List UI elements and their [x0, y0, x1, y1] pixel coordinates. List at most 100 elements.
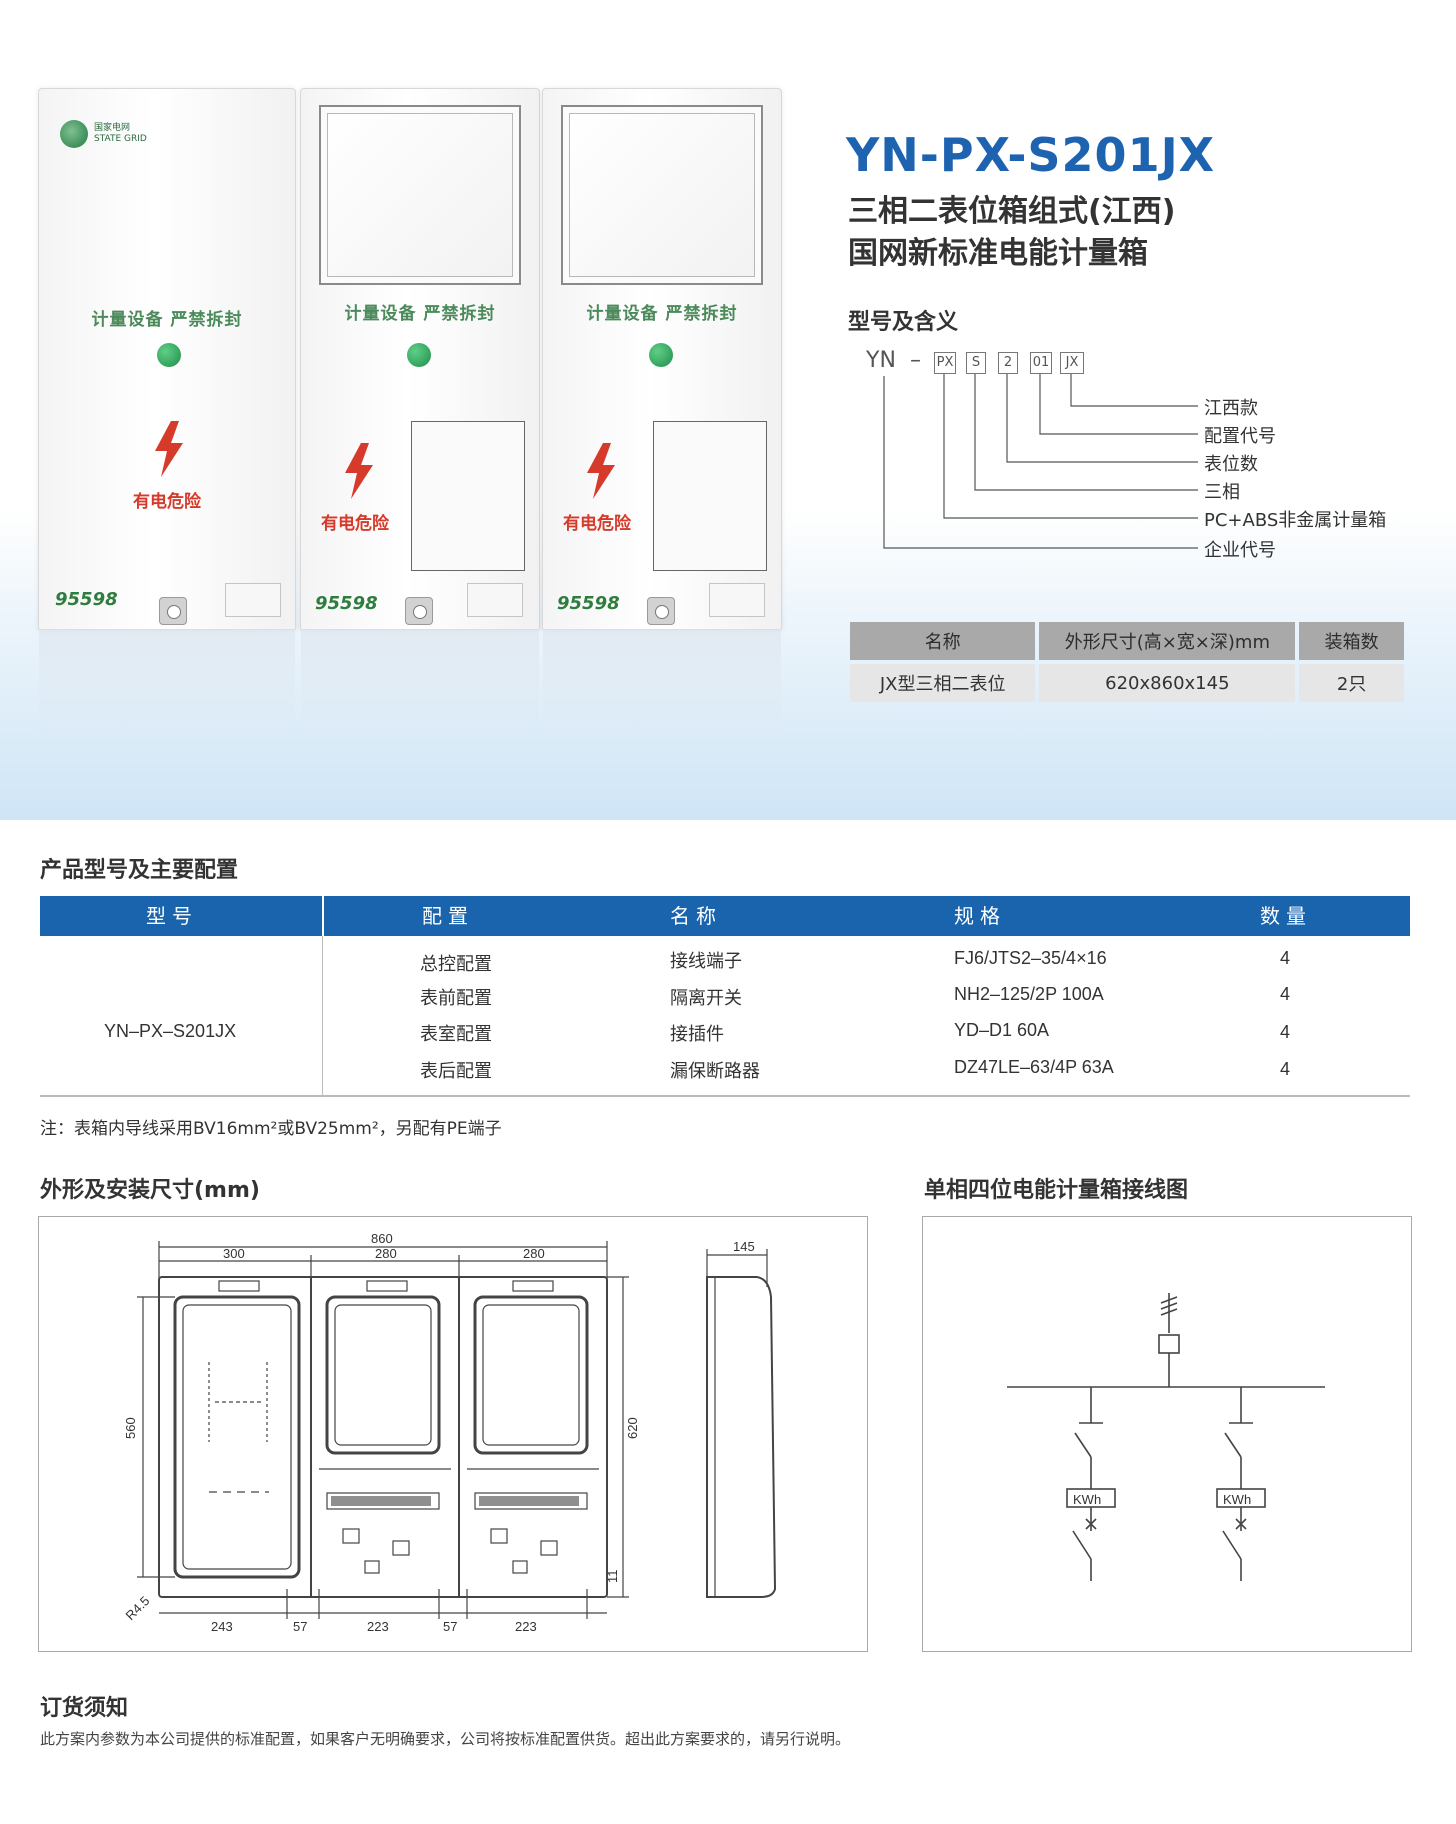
box-reflection: [543, 629, 781, 749]
label-plate: [467, 583, 523, 617]
model-title: YN-PX-S201JX: [846, 128, 1216, 182]
brand-name-cn: 国家电网: [94, 123, 131, 133]
lightning-icon: [587, 443, 615, 499]
subtitle-1: 三相二表位箱组式(江西): [848, 194, 1176, 229]
code-box: JX: [1060, 352, 1084, 374]
meter-label: KWh: [1223, 1492, 1251, 1507]
meter-box-1: 计量设备 严禁拆封 有电危险 95598: [38, 88, 296, 749]
config-qty: 4: [1280, 984, 1291, 1004]
seal-text: 计量设备 严禁拆封: [91, 310, 243, 330]
config-type: 总控配置: [420, 954, 492, 975]
dim-bottom: 57: [443, 1619, 457, 1634]
code-box: 01: [1030, 352, 1052, 374]
dimension-drawing: 860 300 280 280 145 560 620 243 57 223 5…: [123, 1231, 777, 1634]
dim-height-total: 620: [625, 1417, 640, 1439]
code-label: 三相: [1204, 482, 1240, 503]
model-code-heading: 型号及含义: [848, 310, 959, 335]
breaker-window: [411, 421, 525, 571]
config-spec: FJ6/JTS2–35/4×16: [954, 948, 1107, 968]
code-box: 2: [998, 352, 1018, 374]
config-header: 数量: [1260, 904, 1312, 928]
seal-text: 计量设备 严禁拆封: [586, 304, 738, 324]
danger-text: 有电危险: [563, 514, 631, 534]
config-spec: DZ47LE–63/4P 63A: [954, 1057, 1114, 1077]
config-name: 接线端子: [670, 951, 742, 972]
state-grid-icon: [60, 120, 88, 148]
config-type: 表前配置: [420, 988, 492, 1009]
dim-bottom: 223: [515, 1619, 537, 1634]
dim-width: 280: [375, 1246, 397, 1261]
meter-box-3: 计量设备 严禁拆封 有电危险 95598: [542, 88, 782, 749]
code-leader-lines: [883, 374, 1198, 549]
state-grid-logo: 国家电网 STATE GRID: [60, 120, 147, 148]
spec-header: 外形尺寸(高×宽×深)mm: [1039, 622, 1296, 660]
config-qty: 4: [1280, 1059, 1291, 1079]
spec-header: 名称: [850, 622, 1036, 660]
meter-box-2: 计量设备 严禁拆封 有电危险 95598: [300, 88, 540, 749]
spec-cell: 620x860x145: [1039, 664, 1296, 702]
config-type: 表室配置: [420, 1024, 492, 1045]
order-heading: 订货须知: [40, 1696, 129, 1721]
box-reflection: [301, 629, 539, 749]
dim-bottom: 223: [367, 1619, 389, 1634]
dimension-drawing-panel: 860 300 280 280 145 560 620 243 57 223 5…: [38, 1216, 868, 1652]
status-led: [649, 343, 673, 367]
lightning-icon: [155, 421, 183, 477]
dim-bottom: 243: [211, 1619, 233, 1634]
header-divider: [322, 896, 324, 936]
danger-text: 有电危险: [321, 514, 389, 534]
dimensions-heading: 外形及安装尺寸(mm): [40, 1178, 260, 1203]
hotline-logo: 95598: [557, 593, 620, 614]
dim-width: 300: [223, 1246, 245, 1261]
code-prefix: YN: [866, 348, 896, 373]
order-text: 此方案内参数为本公司提供的标准配置，如果客户无明确要求，公司将按标准配置供货。超…: [40, 1730, 851, 1748]
dim-overall-width: 860: [371, 1231, 393, 1246]
lock-icon: [405, 597, 433, 625]
lock-icon: [647, 597, 675, 625]
config-divider: [322, 936, 323, 1096]
dim-height-inner: 560: [123, 1417, 138, 1439]
config-spec: YD–D1 60A: [954, 1020, 1050, 1040]
config-spec: NH2–125/2P 100A: [954, 984, 1104, 1004]
breaker-window: [653, 421, 767, 571]
config-name: 漏保断路器: [670, 1061, 760, 1082]
code-label: 表位数: [1204, 454, 1258, 475]
model-code-diagram: YN – PX S 2 01 JX 江西款 配置代号 表位数 三相 PC+ABS…: [860, 344, 1420, 574]
spec-cell: JX型三相二表位: [850, 664, 1036, 702]
code-label: 配置代号: [1204, 426, 1276, 447]
config-header: 配置: [422, 904, 474, 928]
wiring-heading: 单相四位电能计量箱接线图: [924, 1178, 1189, 1203]
config-qty: 4: [1280, 948, 1291, 968]
meter-label: KWh: [1073, 1492, 1101, 1507]
wiring-diagram: KWh KWh: [1007, 1293, 1325, 1581]
config-type: 表后配置: [420, 1061, 492, 1082]
hotline-logo: 95598: [55, 589, 118, 610]
spec-table: 名称 外形尺寸(高×宽×深)mm 装箱数 JX型三相二表位 620x860x14…: [846, 618, 1408, 706]
lock-icon: [159, 597, 187, 625]
meter-window: [319, 105, 521, 285]
label-plate: [225, 583, 281, 617]
config-header: 规格: [954, 904, 1006, 928]
config-table-header: 型号 配置 名称 规格 数量: [40, 896, 1410, 936]
label-plate: [709, 583, 765, 617]
config-name: 隔离开关: [670, 988, 742, 1009]
code-box: S: [966, 352, 986, 374]
meter-window: [561, 105, 763, 285]
dim-radius: R4.5: [123, 1593, 153, 1623]
status-led: [157, 343, 181, 367]
code-label: 江西款: [1204, 398, 1258, 419]
config-header: 名称: [670, 904, 722, 928]
hero-band: 计量设备 严禁拆封 有电危险 95598 国家电网 STATE GRID 计量设…: [0, 0, 1456, 820]
status-led: [407, 343, 431, 367]
spec-cell: 2只: [1299, 664, 1404, 702]
dim-width: 280: [523, 1246, 545, 1261]
seal-text: 计量设备 严禁拆封: [344, 304, 496, 324]
dim-bottom: 57: [293, 1619, 307, 1634]
brand-name-en: STATE GRID: [94, 134, 147, 144]
danger-text: 有电危险: [133, 492, 201, 512]
code-label: PC+ABS非金属计量箱: [1204, 510, 1387, 531]
config-qty: 4: [1280, 1022, 1291, 1042]
box-reflection: [39, 629, 295, 749]
config-header: 型号: [146, 904, 198, 928]
lightning-icon: [345, 443, 373, 499]
